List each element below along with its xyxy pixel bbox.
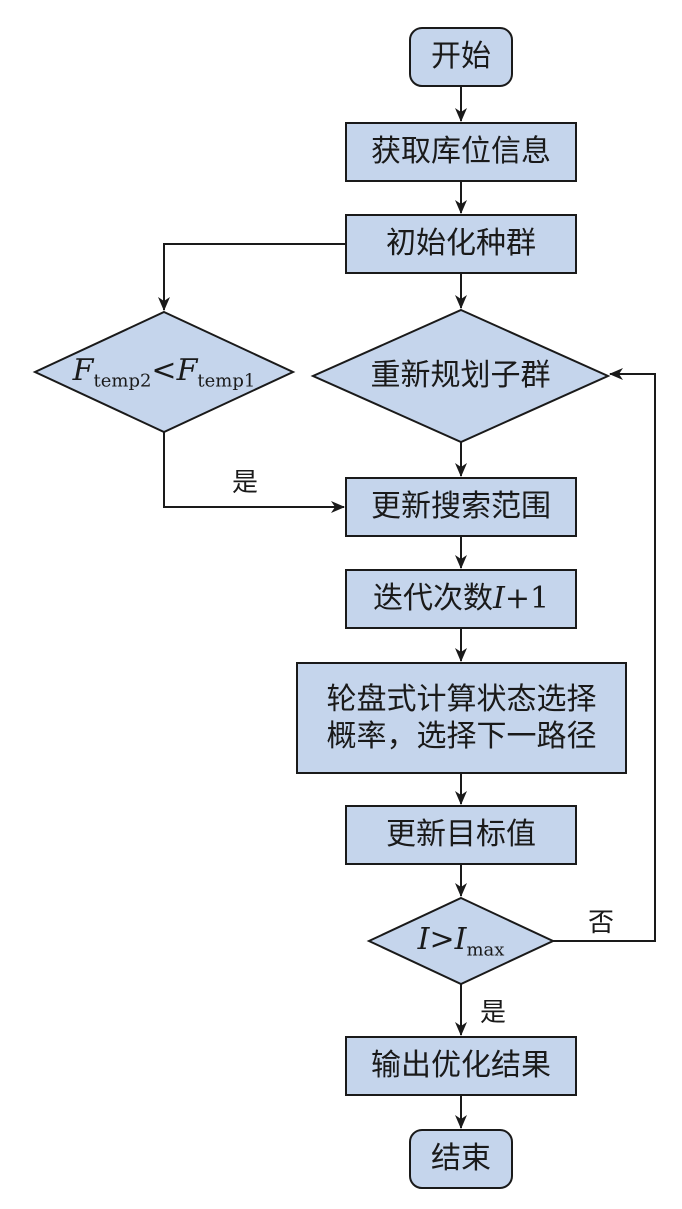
node-iterate-label: 迭代次数I+1 <box>346 570 576 628</box>
node-output-shape <box>345 1036 577 1096</box>
cond-left-sub2: temp1 <box>197 369 256 391</box>
edge-label-yes-bottom: 是 <box>480 998 507 1028</box>
cond-left-var1: F <box>72 352 94 388</box>
edge-init-condleft <box>158 243 346 311</box>
node-get-info-shape <box>345 122 577 182</box>
node-cond-bottom-label: I>Imax <box>369 916 553 966</box>
node-update-target-label: 更新目标值 <box>386 817 536 853</box>
edge-condleft-updaterange <box>163 432 345 513</box>
iterate-text: 迭代次数 <box>372 581 493 617</box>
iterate-suffix: +1 <box>504 581 550 617</box>
edge-label-yes-left: 是 <box>232 468 259 498</box>
node-replan-label: 重新规划子群 <box>370 358 551 394</box>
node-end-label: 结束 <box>431 1141 491 1177</box>
node-init-pop-shape <box>345 214 577 274</box>
cond-left-sub1: temp2 <box>93 369 152 391</box>
roulette-line2: 概率，选择下一路径 <box>326 719 597 754</box>
cond-bottom-op: > <box>429 921 455 957</box>
cond-left-op: < <box>151 352 177 388</box>
node-update-range-label: 更新搜索范围 <box>371 489 551 525</box>
node-roulette-shape <box>296 662 627 774</box>
node-roulette-label: 轮盘式计算状态选择 概率，选择下一路径 <box>297 663 626 773</box>
cond-bottom-sub2: max <box>466 938 505 960</box>
node-cond-left-label: Ftemp2<Ftemp1 <box>35 342 293 402</box>
node-start-label: 开始 <box>431 39 491 75</box>
iterate-var: I <box>492 581 505 617</box>
cond-bottom-var1: I <box>417 921 430 957</box>
node-init-pop-label: 初始化种群 <box>386 226 536 262</box>
node-get-info-label: 获取库位信息 <box>371 134 551 170</box>
cond-bottom-var2: I <box>454 921 467 957</box>
roulette-line1: 轮盘式计算状态选择 <box>326 681 597 717</box>
cond-left-var2: F <box>176 352 198 388</box>
node-end-shape <box>409 1129 513 1189</box>
edge-label-no-right: 否 <box>588 908 615 938</box>
node-update-range-shape <box>345 477 577 537</box>
node-output-label: 输出优化结果 <box>371 1048 551 1084</box>
edge-condbottom-replan-loop <box>553 368 656 942</box>
